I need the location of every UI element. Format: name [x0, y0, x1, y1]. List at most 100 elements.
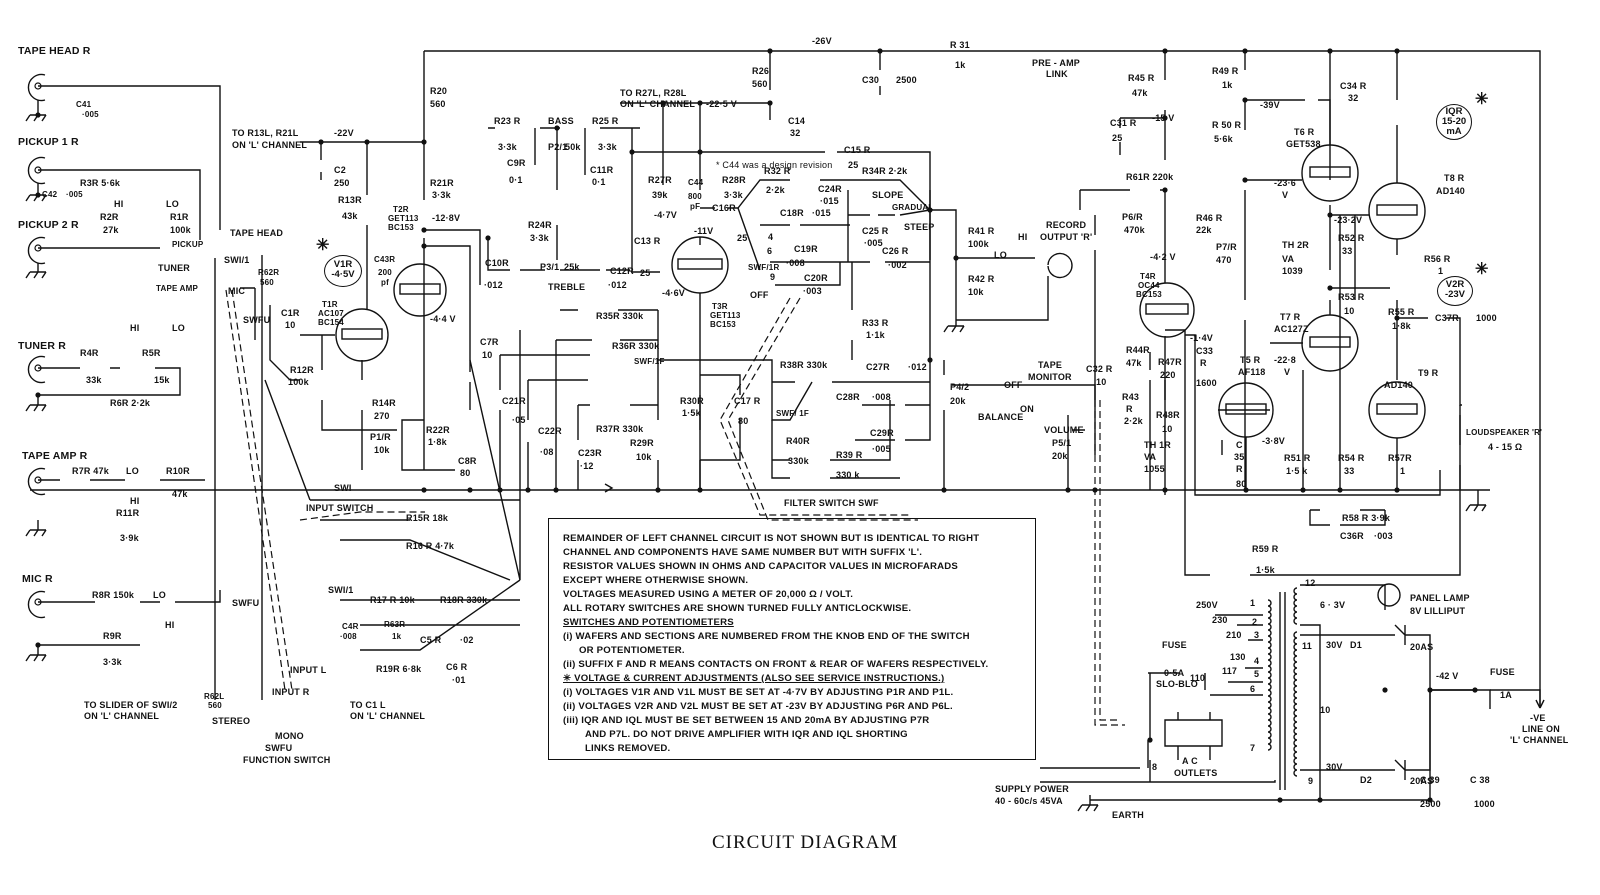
pos-9-label: 9 [770, 272, 776, 282]
c36-value: ·003 [1374, 531, 1393, 541]
r56-label: R56 R [1424, 254, 1451, 264]
r40-label: R40R [786, 436, 810, 446]
r3-label: R3R 5·6k [80, 178, 121, 188]
c39-label: C 39 [1420, 775, 1440, 785]
p4-label: P4/2 [950, 382, 970, 392]
r55-label: R55 R [1388, 307, 1415, 317]
c29-label: C29R [870, 428, 894, 438]
t6-type: GET538 [1286, 139, 1321, 149]
r32-label: R32 R [764, 166, 791, 176]
c33-r: R [1200, 358, 1207, 368]
pickup-switch-label: PICKUP [172, 240, 204, 249]
tap-1: 1 [1250, 598, 1256, 608]
c11-value: 0·1 [592, 177, 606, 187]
junction-dot [927, 357, 933, 363]
junction-dot [767, 100, 773, 106]
input-r-label: INPUT R [272, 687, 310, 697]
r41-value: 100k [968, 239, 989, 249]
c17-label: C17 R [734, 396, 761, 406]
r62r-label: R62R [258, 268, 280, 277]
r55-value: 1·8k [1392, 321, 1411, 331]
junction-dot [1242, 97, 1248, 103]
r33-value: 1·1k [866, 330, 885, 340]
voltage-t2e: -4·4 V [430, 314, 456, 324]
c11-label: C11R [590, 165, 614, 175]
th1-type-a: VA [1144, 452, 1157, 462]
c43-label: C43R [374, 255, 396, 264]
r27-value: 39k [652, 190, 668, 200]
r23-label: R23 R [494, 116, 521, 126]
panel-lamp-label2: 8V LILLIPUT [1410, 606, 1466, 616]
c8-value: 80 [460, 468, 471, 478]
swf1f2-label: SWF/ 1F [776, 409, 809, 418]
r1-value: 100k [170, 225, 191, 235]
c24-value: ·015 [820, 196, 839, 206]
r44-label: R44R [1126, 345, 1150, 355]
c28-label: C28R [836, 392, 860, 402]
tape-amp-switch-label: TAPE AMP [156, 284, 199, 293]
t1-label: T1R [322, 300, 338, 309]
th2-type-a: VA [1282, 254, 1295, 264]
r11-value: 3·9k [120, 533, 139, 543]
winding-30v-bottom: 30V [1326, 762, 1343, 772]
junction-dot [35, 112, 41, 118]
r48-label: R48R [1156, 410, 1180, 420]
tap-210: 210 [1226, 630, 1242, 640]
r9-value: 3·3k [103, 657, 122, 667]
r23-value: 3·3k [498, 142, 517, 152]
c25-label: C25 R [862, 226, 889, 236]
t9-label: T9 R [1418, 368, 1439, 378]
power-supply-wiring [1040, 583, 1545, 801]
junction-dot [1300, 487, 1306, 493]
junction-dot [1065, 487, 1071, 493]
t1-type-a: AC107 [318, 309, 344, 318]
c36-label: C36R [1340, 531, 1364, 541]
junction-dot [421, 487, 427, 493]
treble-label: TREBLE [548, 282, 586, 292]
r14-value: 270 [374, 411, 390, 421]
input-label-tape-head: TAPE HEAD R [18, 45, 91, 57]
tap-11: 11 [1302, 641, 1312, 651]
tape-head-switch-label: TAPE HEAD [230, 228, 284, 238]
meter-v1r-name: V1R [333, 259, 353, 270]
r10-value: 47k [172, 489, 188, 499]
c1-label: C1R [281, 308, 300, 318]
supply-power-label: SUPPLY POWER [995, 784, 1069, 794]
r5-value: 15k [154, 375, 170, 385]
c4-value: ·008 [340, 632, 357, 641]
c30-value: 2500 [896, 75, 917, 85]
ac-outlets-label: A C [1182, 756, 1198, 766]
c14-value: 32 [790, 128, 801, 138]
r38-label: R38R 330k [780, 360, 828, 370]
off-label: OFF [750, 290, 769, 300]
r26-value: 560 [752, 79, 768, 89]
t5-label: T5 R [1240, 355, 1261, 365]
rail-22v: -22V [334, 128, 354, 138]
p7-value: 470 [1216, 255, 1232, 265]
r28-label: R28R [722, 175, 746, 185]
junction-dot [485, 235, 491, 241]
r32-value: 2·2k [766, 185, 785, 195]
c44-design-note: * C44 was a design revision [716, 160, 833, 170]
c9-label: C9R [507, 158, 526, 168]
note-line-6: ALL ROTARY SWITCHES ARE SHOWN TURNED FUL… [563, 603, 912, 614]
preamp-link-label: PRE - AMP [1032, 58, 1080, 68]
r8-label: R8R 150k [92, 590, 135, 600]
r15-label: R15R 18k [406, 513, 449, 523]
junction-dot [1147, 737, 1153, 743]
c7-label: C7R [480, 337, 499, 347]
tap-250v: 250V [1196, 600, 1218, 610]
on-l-channel-label: ON 'L' CHANNEL [232, 140, 308, 150]
balance-label: BALANCE [978, 412, 1024, 422]
pos-4-label: 4 [768, 232, 774, 242]
ac-outlets-label2: OUTLETS [1174, 768, 1218, 778]
t3-label: T3R [712, 302, 728, 311]
r13-value: 43k [342, 211, 358, 221]
t2-type-b: BC153 [388, 223, 414, 232]
transformer-coils [1267, 587, 1298, 777]
t4-type-a: OC44 [1138, 281, 1160, 290]
c10-label: C10R [485, 258, 509, 268]
r42-value: 10k [968, 287, 984, 297]
t8-type: AD140 [1436, 186, 1466, 196]
